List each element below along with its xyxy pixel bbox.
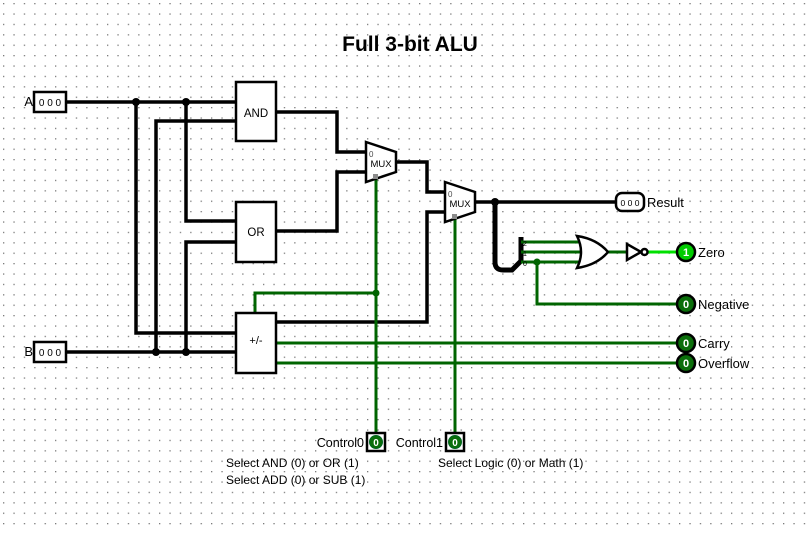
junction-dot <box>182 98 190 106</box>
or-box[interactable] <box>234 200 278 264</box>
mux1-label: MUX <box>370 159 392 170</box>
splitter-bit0-label: 0 <box>523 261 527 268</box>
pin-control1-value: 0 <box>452 438 458 449</box>
pin-overflow-label: Overflow <box>698 356 750 371</box>
output-pin-result: 0 0 0 Result <box>614 191 684 213</box>
pin-carry-circle <box>675 332 697 354</box>
pin-control0-circle[interactable] <box>369 435 383 449</box>
input-pin-b[interactable]: B 0 0 0 <box>24 340 68 364</box>
pin-overflow-value: 0 <box>683 358 689 370</box>
mux1-body[interactable] <box>364 140 398 184</box>
input-pin-a[interactable]: A 0 0 0 <box>24 90 68 114</box>
mux2-select-marker <box>452 214 457 219</box>
input-pin-control1[interactable]: Control1 0 <box>396 431 466 453</box>
splitter <box>492 202 524 273</box>
pin-a-label: A <box>24 94 33 109</box>
mux1-select-marker <box>373 174 378 179</box>
pin-a-box[interactable] <box>32 90 68 114</box>
output-pin-overflow: 0 Overflow <box>675 352 750 374</box>
pin-b-value: 0 0 0 <box>39 348 62 359</box>
pin-control1-label: Control1 <box>396 436 443 450</box>
pin-negative-circle <box>675 293 697 315</box>
pin-negative-label: Negative <box>698 297 749 312</box>
pin-result-label: Result <box>647 195 684 210</box>
pin-result-value: 0 0 0 <box>621 198 640 208</box>
wire-b-to-or <box>184 240 236 352</box>
pin-carry-value: 0 <box>683 338 689 350</box>
wire-or-to-mux1 <box>276 170 366 233</box>
output-pin-zero: 1 Zero <box>675 241 725 263</box>
annotation-select-add-sub: Select ADD (0) or SUB (1) <box>226 473 365 487</box>
wire-b-to-and <box>154 119 236 352</box>
not-gate-icon[interactable] <box>625 241 644 263</box>
green-junction-dot <box>372 289 380 297</box>
wire-and-to-mux1 <box>276 110 366 154</box>
mux2-input0-label: 0 <box>448 190 453 199</box>
pin-negative-value: 0 <box>683 299 689 311</box>
junction-dot <box>491 198 499 206</box>
pin-zero-value: 1 <box>683 247 689 259</box>
wire-to-negative <box>535 262 678 306</box>
pin-overflow-circle <box>675 352 697 374</box>
pin-b-label: B <box>24 344 33 359</box>
wire-a-to-addsub <box>134 102 236 335</box>
addsub-subcircuit[interactable]: +/- <box>234 311 278 375</box>
addsub-box[interactable] <box>234 311 278 375</box>
pin-control0-value: 0 <box>373 438 379 449</box>
pin-control0-label: Control0 <box>317 436 364 450</box>
pin-control1-circle[interactable] <box>448 435 462 449</box>
pin-b-box[interactable] <box>32 340 68 364</box>
zero-detect-gates[interactable] <box>574 234 649 270</box>
input-pin-control0[interactable]: Control0 0 <box>317 431 387 453</box>
junction-dot <box>132 98 140 106</box>
pin-carry-label: Carry <box>698 336 730 351</box>
splitter-bit-labels: 2 1 0 <box>523 241 527 268</box>
junction-dot <box>182 348 190 356</box>
wire-a-to-or <box>184 102 236 223</box>
output-pin-carry: 0 Carry <box>675 332 730 354</box>
mux2[interactable]: 0 MUX <box>443 180 477 224</box>
mux1[interactable]: 0 MUX <box>364 140 398 184</box>
wire-control0-to-addsub <box>253 291 376 313</box>
bus-junctions <box>132 98 499 356</box>
splitter-bit2-label: 2 <box>523 241 527 248</box>
or-label: OR <box>247 227 264 239</box>
mux2-body[interactable] <box>443 180 477 224</box>
splitter-bit1-label: 1 <box>523 251 527 258</box>
pin-zero-circle <box>675 241 697 263</box>
annotation-select-logic-math: Select Logic (0) or Math (1) <box>438 456 583 470</box>
mux1-input0-label: 0 <box>369 150 374 159</box>
not-gate-bubble <box>640 247 649 257</box>
control-wires <box>253 177 678 434</box>
or-subcircuit[interactable]: OR <box>234 200 278 264</box>
output-pin-negative: 0 Negative <box>675 293 749 315</box>
pin-result-box <box>614 191 646 213</box>
and-box[interactable] <box>234 80 278 143</box>
circuit-title: Full 3-bit ALU <box>342 33 478 56</box>
addsub-label: +/- <box>249 335 262 347</box>
pin-a-value: 0 0 0 <box>39 98 62 109</box>
junction-dot <box>152 348 160 356</box>
or-gate-icon[interactable] <box>574 234 610 270</box>
and-subcircuit[interactable]: AND <box>234 80 278 143</box>
mux2-label: MUX <box>449 199 471 210</box>
and-label: AND <box>244 108 268 120</box>
green-junction-dot <box>533 258 541 266</box>
wire-mux1-to-mux2 <box>396 160 445 194</box>
annotation-select-and-or: Select AND (0) or OR (1) <box>226 456 359 470</box>
wire-addsub-to-mux2 <box>276 210 445 324</box>
pin-zero-label: Zero <box>698 245 725 260</box>
